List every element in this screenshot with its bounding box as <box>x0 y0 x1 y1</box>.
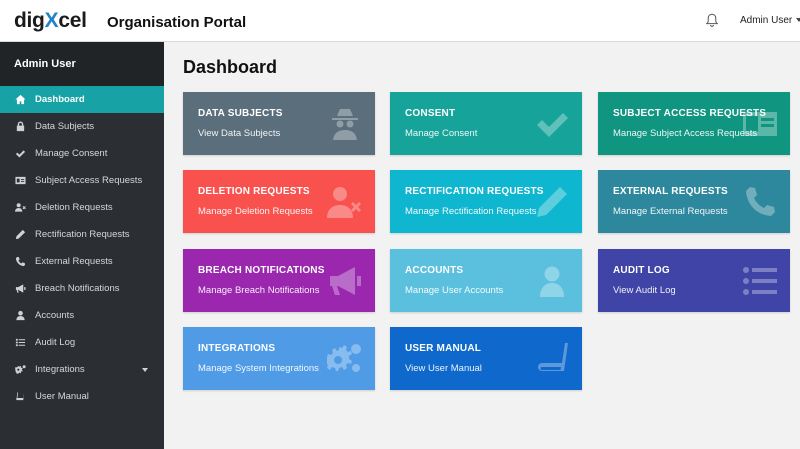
tile-user-manual[interactable]: USER MANUAL View User Manual <box>390 327 582 390</box>
tile-subtitle: Manage Rectification Requests <box>405 206 537 217</box>
bell-icon[interactable] <box>705 13 719 28</box>
sidebar-item-dashboard[interactable]: Dashboard <box>0 86 164 113</box>
id-card-icon <box>14 175 26 187</box>
tile-consent[interactable]: CONSENT Manage Consent <box>390 92 582 155</box>
sidebar-item-external-requests[interactable]: External Requests <box>0 248 164 275</box>
tile-title: EXTERNAL REQUESTS <box>613 186 728 197</box>
sidebar: Admin User Dashboard Data Subjects Manag… <box>0 42 164 449</box>
user-remove-icon <box>327 184 363 220</box>
sidebar-item-label: Rectification Requests <box>35 229 130 240</box>
sidebar-item-label: External Requests <box>35 256 113 267</box>
pencil-icon <box>534 184 570 220</box>
tile-data-subjects[interactable]: DATA SUBJECTS View Data Subjects <box>183 92 375 155</box>
page-title: Dashboard <box>183 57 278 77</box>
logo-text-x: X <box>44 9 59 32</box>
gears-icon <box>14 364 26 376</box>
user-dropdown[interactable]: Admin User <box>740 15 800 26</box>
tile-title: ACCOUNTS <box>405 265 464 276</box>
sidebar-user-name: Admin User <box>0 42 164 86</box>
sidebar-item-label: Dashboard <box>35 94 85 105</box>
tile-title: AUDIT LOG <box>613 265 670 276</box>
caret-down-icon <box>796 18 800 23</box>
tile-subtitle: View User Manual <box>405 363 482 374</box>
sidebar-item-label: Deletion Requests <box>35 202 113 213</box>
tile-title: RECTIFICATION REQUESTS <box>405 186 544 197</box>
megaphone-icon <box>327 263 363 299</box>
user-remove-icon <box>14 202 26 214</box>
chevron-down-icon <box>142 368 148 372</box>
sidebar-item-label: Accounts <box>35 310 75 321</box>
sidebar-item-rectification-requests[interactable]: Rectification Requests <box>0 221 164 248</box>
sidebar-item-user-manual[interactable]: User Manual <box>0 383 164 410</box>
portal-title: Organisation Portal <box>107 14 247 31</box>
sidebar-item-accounts[interactable]: Accounts <box>0 302 164 329</box>
sidebar-item-label: Breach Notifications <box>35 283 120 294</box>
phone-icon <box>14 256 26 268</box>
sidebar-item-label: User Manual <box>35 391 89 402</box>
check-icon <box>14 148 26 160</box>
tile-title: INTEGRATIONS <box>198 343 276 354</box>
sidebar-item-integrations[interactable]: Integrations <box>0 356 164 383</box>
digxcel-logo[interactable]: digXcel <box>14 9 87 33</box>
lock-icon <box>14 121 26 133</box>
tile-audit-log[interactable]: AUDIT LOG View Audit Log <box>598 249 790 312</box>
phone-icon <box>742 184 778 220</box>
tile-deletion-requests[interactable]: DELETION REQUESTS Manage Deletion Reques… <box>183 170 375 233</box>
sidebar-item-subject-access-requests[interactable]: Subject Access Requests <box>0 167 164 194</box>
sidebar-item-manage-consent[interactable]: Manage Consent <box>0 140 164 167</box>
id-card-icon <box>742 106 778 142</box>
sidebar-item-deletion-requests[interactable]: Deletion Requests <box>0 194 164 221</box>
tile-title: USER MANUAL <box>405 343 482 354</box>
sidebar-item-label: Subject Access Requests <box>35 175 143 186</box>
megaphone-icon <box>14 283 26 295</box>
tile-subtitle: Manage External Requests <box>613 206 728 217</box>
book-icon <box>534 341 570 377</box>
tile-title: DELETION REQUESTS <box>198 186 310 197</box>
logo-text-dig: dig <box>14 9 45 32</box>
tile-subtitle: Manage Consent <box>405 128 478 139</box>
sidebar-item-label: Manage Consent <box>35 148 108 159</box>
sidebar-item-label: Audit Log <box>35 337 76 348</box>
tile-title: BREACH NOTIFICATIONS <box>198 265 325 276</box>
sidebar-item-breach-notifications[interactable]: Breach Notifications <box>0 275 164 302</box>
tile-title: SUBJECT ACCESS REQUESTS <box>613 108 767 119</box>
tile-rectification-requests[interactable]: RECTIFICATION REQUESTS Manage Rectificat… <box>390 170 582 233</box>
tile-breach-notifications[interactable]: BREACH NOTIFICATIONS Manage Breach Notif… <box>183 249 375 312</box>
tile-subject-access-requests[interactable]: SUBJECT ACCESS REQUESTS Manage Subject A… <box>598 92 790 155</box>
list-icon <box>742 263 778 299</box>
user-icon <box>534 263 570 299</box>
logo-text-cel: cel <box>58 9 87 32</box>
user-icon <box>14 310 26 322</box>
tile-subtitle: Manage Breach Notifications <box>198 285 320 296</box>
tile-subtitle: View Audit Log <box>613 285 676 296</box>
tile-subtitle: Manage User Accounts <box>405 285 504 296</box>
tile-subtitle: Manage System Integrations <box>198 363 319 374</box>
gears-icon <box>326 341 363 377</box>
tile-external-requests[interactable]: EXTERNAL REQUESTS Manage External Reques… <box>598 170 790 233</box>
list-icon <box>14 337 26 349</box>
check-icon <box>534 106 570 142</box>
top-header: digXcel Organisation Portal Admin User <box>0 0 800 42</box>
sidebar-item-data-subjects[interactable]: Data Subjects <box>0 113 164 140</box>
pencil-icon <box>14 229 26 241</box>
tile-title: DATA SUBJECTS <box>198 108 283 119</box>
tile-accounts[interactable]: ACCOUNTS Manage User Accounts <box>390 249 582 312</box>
tile-integrations[interactable]: INTEGRATIONS Manage System Integrations <box>183 327 375 390</box>
tile-subtitle: Manage Subject Access Requests <box>613 128 758 139</box>
spy-icon <box>327 106 363 142</box>
sidebar-item-label: Integrations <box>35 364 85 375</box>
tile-subtitle: View Data Subjects <box>198 128 281 139</box>
user-dropdown-label: Admin User <box>740 15 793 26</box>
tile-subtitle: Manage Deletion Requests <box>198 206 313 217</box>
sidebar-item-audit-log[interactable]: Audit Log <box>0 329 164 356</box>
book-icon <box>14 391 26 403</box>
tile-title: CONSENT <box>405 108 456 119</box>
sidebar-item-label: Data Subjects <box>35 121 95 132</box>
home-icon <box>14 94 26 106</box>
